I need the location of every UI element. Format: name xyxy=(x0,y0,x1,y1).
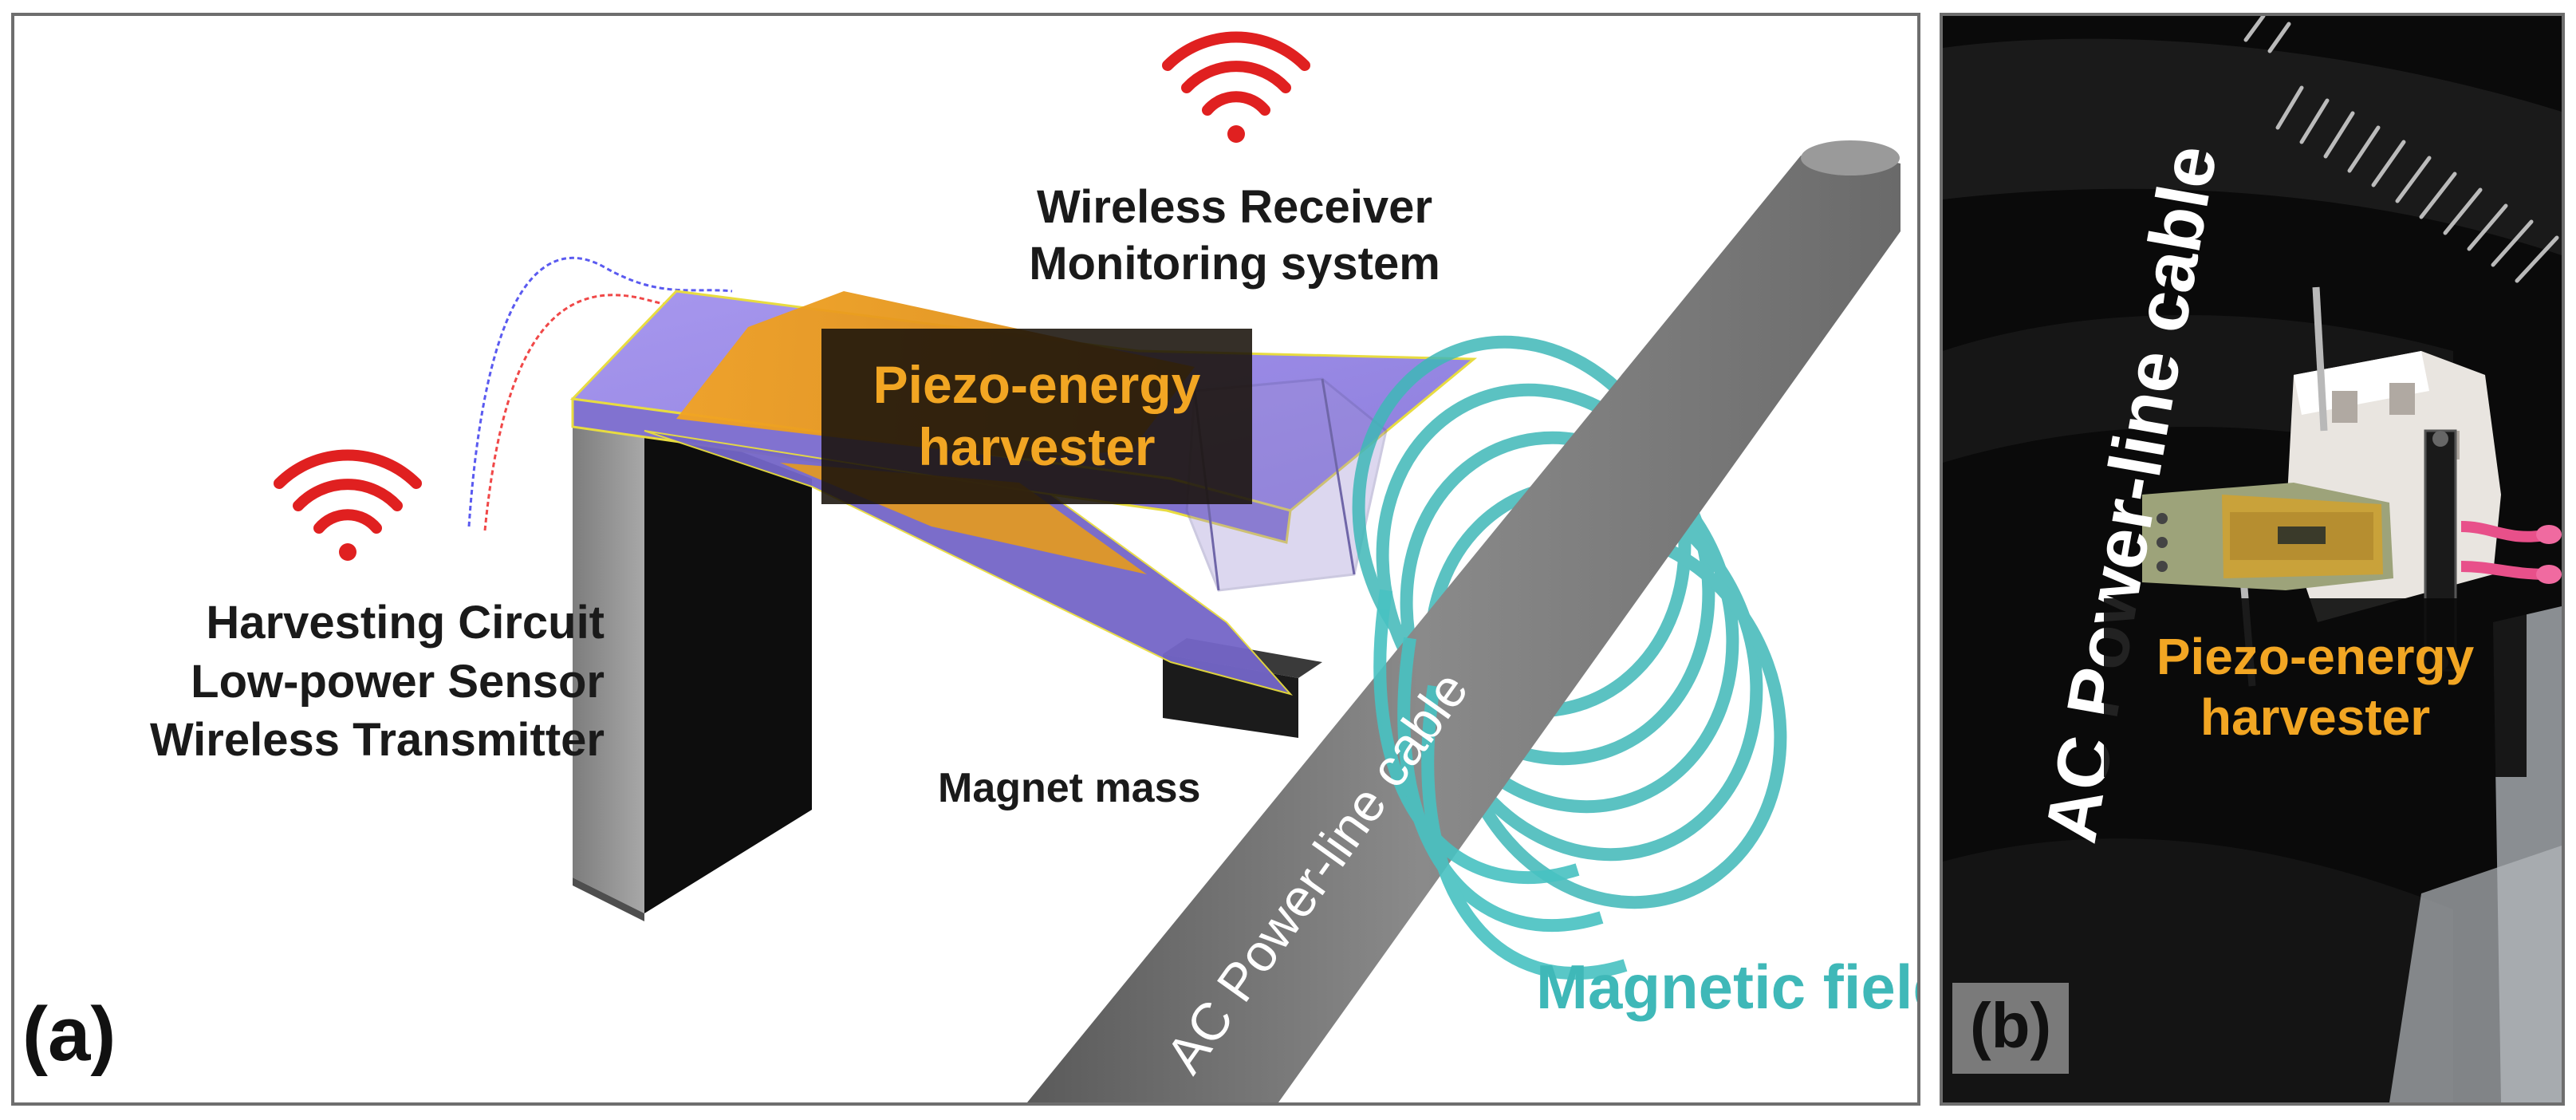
harvester-label-line: Piezo-energy xyxy=(872,355,1201,415)
wifi-icon xyxy=(274,449,422,561)
signal-wires xyxy=(467,256,749,531)
harvester-photo: AC Power-line cable xyxy=(1943,16,2562,1102)
magnetic-field-rings-front xyxy=(1373,589,1628,980)
panel-a-schematic: AC Power-line cable Wireless Receiver Mo… xyxy=(11,13,1920,1106)
photo-harvester-label: Piezo-energy harvester xyxy=(2104,598,2527,777)
transmitter-label-line: Low-power Sensor xyxy=(191,655,605,708)
harvester-label-line: harvester xyxy=(918,417,1156,476)
receiver-label-line: Wireless Receiver xyxy=(1036,181,1433,233)
wifi-icon xyxy=(1162,31,1310,143)
panel-a-tag: (a) xyxy=(22,992,116,1077)
photo-harvester-label-line: Piezo-energy xyxy=(2156,628,2475,686)
power-line-cable xyxy=(1027,140,1900,1102)
support-leg xyxy=(573,415,812,921)
panel-b-photo: AC Power-line cable Piezo-energy harvest… xyxy=(1940,13,2565,1106)
transmitter-label-line: Wireless Transmitter xyxy=(149,714,605,767)
magnetic-field-label: Magnetic field xyxy=(1536,952,1920,1022)
transmitter-label-line: Harvesting Circuit xyxy=(206,597,605,649)
receiver-label-line: Monitoring system xyxy=(1029,237,1440,290)
panel-b-tag: (b) xyxy=(1952,983,2070,1074)
mounting-rod xyxy=(2312,286,2328,432)
harvester-label: Piezo-energy harvester xyxy=(821,329,1252,504)
magnet-mass-label: Magnet mass xyxy=(938,765,1201,811)
receiver-label: Wireless Receiver Monitoring system xyxy=(963,179,1506,293)
transmitter-label: Harvesting Circuit Low-power Sensor Wire… xyxy=(46,594,605,770)
cable-ribs xyxy=(2243,16,2559,283)
photo-harvester-label-line: harvester xyxy=(2200,688,2431,746)
